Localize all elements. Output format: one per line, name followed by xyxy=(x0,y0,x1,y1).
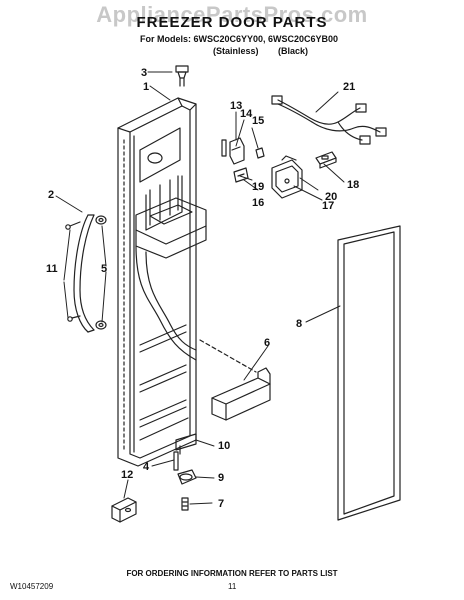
hinge-cap-part xyxy=(175,65,189,87)
callout-4: 4 xyxy=(143,461,150,473)
callout-3: 3 xyxy=(141,67,147,79)
callout-7: 7 xyxy=(218,498,224,510)
callout-16: 16 xyxy=(252,197,264,209)
control-module-part xyxy=(271,155,303,199)
callout-9: 9 xyxy=(218,472,224,484)
callout-17: 17 xyxy=(322,200,334,212)
door-bin xyxy=(211,367,271,421)
page-title: FREEZER DOOR PARTS xyxy=(136,14,328,31)
callout-10: 10 xyxy=(218,440,230,452)
leader-lines xyxy=(55,71,345,505)
callout-11: 11 xyxy=(46,263,58,275)
callout-20: 20 xyxy=(325,191,337,203)
ordering-note: FOR ORDERING INFORMATION REFER TO PARTS … xyxy=(126,569,338,578)
hinge-bracket-part xyxy=(111,497,137,523)
bin-placement-line xyxy=(199,339,257,373)
callout-5: 5 xyxy=(101,263,107,275)
freezer-door xyxy=(117,97,207,467)
callout-18: 18 xyxy=(347,179,359,191)
callout-8: 8 xyxy=(296,318,302,330)
door-gasket xyxy=(337,225,401,521)
part-18-clip xyxy=(315,151,337,169)
callout-21: 21 xyxy=(343,81,355,93)
callout-12: 12 xyxy=(121,469,133,481)
page-number: 11 xyxy=(228,582,237,591)
wire-harness xyxy=(271,95,387,145)
dispenser-switch-parts xyxy=(221,137,265,183)
lower-hinge-parts xyxy=(173,433,197,511)
callout-15: 15 xyxy=(252,115,264,127)
callout-1: 1 xyxy=(143,81,149,93)
callout-19: 19 xyxy=(252,181,264,193)
callout-14: 14 xyxy=(240,108,253,120)
variant-stainless: (Stainless) xyxy=(213,46,259,56)
door-handle xyxy=(65,214,107,333)
watermark: AppliancePartsPros.com xyxy=(96,2,368,27)
callout-6: 6 xyxy=(264,337,270,349)
document-id: W10457209 xyxy=(10,582,54,591)
callout-13: 13 xyxy=(230,100,242,112)
models-line: For Models: 6WSC20C6YY00, 6WSC20C6YB00 xyxy=(140,34,339,44)
callout-2: 2 xyxy=(48,189,54,201)
variant-black: (Black) xyxy=(278,46,309,56)
